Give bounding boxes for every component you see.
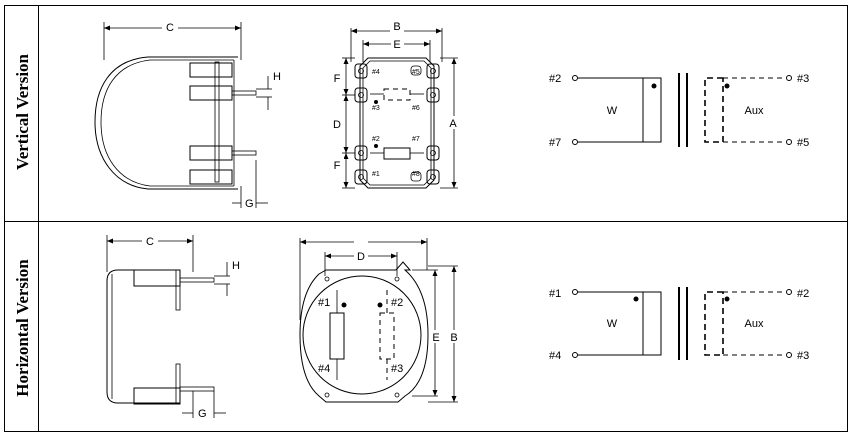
vertical-dim-f-top: F — [334, 73, 341, 85]
horizontal-term-right-bottom: #3 — [797, 350, 809, 362]
horizontal-front-view: D #1 #2 #4 #3 E B — [299, 235, 461, 403]
vertical-dim-d: D — [333, 119, 341, 131]
vertical-pin-6: #6 — [412, 105, 420, 112]
vertical-pin-7: #7 — [412, 136, 420, 143]
vertical-schematic: #2 #7 W Aux #3 #5 — [549, 73, 809, 149]
horizontal-dim-d: D — [357, 251, 365, 263]
horizontal-dim-g: G — [198, 408, 207, 420]
vertical-dim-h: H — [273, 71, 281, 83]
vertical-pin-3: #3 — [372, 105, 380, 112]
vertical-dim-g: G — [245, 198, 254, 210]
horizontal-dim-c: C — [146, 236, 154, 248]
horizontal-dim-b: B — [450, 332, 457, 344]
vertical-dim-c: C — [166, 22, 174, 34]
vertical-term-right-bottom: #5 — [797, 137, 809, 149]
vertical-winding-main: W — [607, 105, 618, 117]
horizontal-side-view: C H G — [106, 234, 240, 420]
vertical-pin-2: #2 — [372, 136, 380, 143]
vertical-pin-8: #8 — [412, 171, 420, 178]
vertical-side-view: C H G — [94, 20, 281, 210]
horizontal-pin-4: #4 — [318, 363, 330, 375]
horizontal-dim-e: E — [432, 332, 439, 344]
vertical-dim-a: A — [449, 118, 457, 130]
horizontal-term-right-top: #2 — [797, 288, 809, 300]
vertical-term-left-bottom: #7 — [549, 137, 561, 149]
vertical-term-left-top: #2 — [549, 73, 561, 85]
horizontal-term-left-top: #1 — [549, 288, 561, 300]
horizontal-winding-main: W — [607, 318, 618, 330]
vertical-pin-4: #4 — [372, 69, 380, 76]
horizontal-winding-aux: Aux — [745, 318, 764, 330]
horizontal-pin-1: #1 — [318, 297, 330, 309]
vertical-pin-1: #1 — [372, 171, 380, 178]
vertical-dim-f-bottom: F — [334, 160, 341, 172]
vertical-dim-b: B — [393, 21, 400, 33]
horizontal-schematic: #1 #4 W Aux #2 #3 — [549, 287, 809, 362]
vertical-winding-aux: Aux — [745, 105, 764, 117]
horizontal-pin-3: #3 — [391, 363, 403, 375]
horizontal-dim-h: H — [232, 260, 240, 272]
vertical-pin-5: #5 — [412, 69, 420, 76]
horizontal-pin-2: #2 — [391, 297, 403, 309]
horizontal-term-left-bottom: #4 — [549, 350, 561, 362]
vertical-term-right-top: #3 — [797, 73, 809, 85]
vertical-version-label: Vertical Version — [13, 53, 32, 170]
vertical-front-view: B E #4 #5 — [330, 20, 460, 189]
vertical-dim-e: E — [393, 39, 400, 51]
horizontal-version-label: Horizontal Version — [13, 259, 32, 397]
table-grid — [4, 5, 848, 432]
